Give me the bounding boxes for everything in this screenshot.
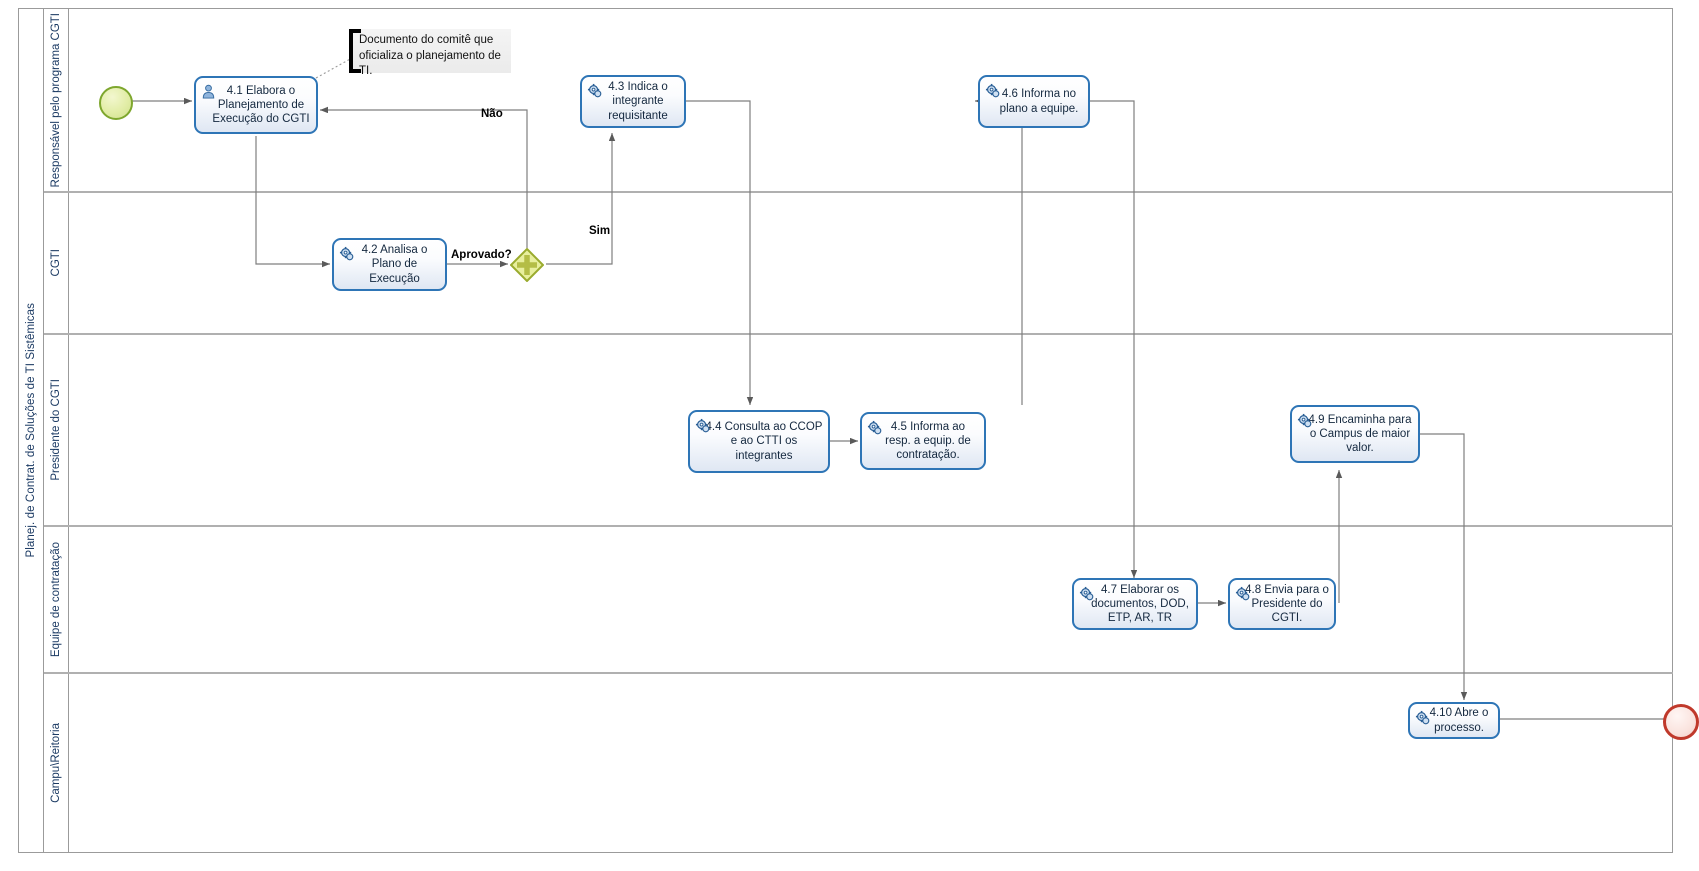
service-task-icon	[1415, 710, 1430, 725]
task-4-9[interactable]: 4.9 Encaminha para o Campus de maior val…	[1290, 405, 1420, 463]
task-4-6[interactable]: 4.6 Informa no plano a equipe.	[978, 75, 1090, 128]
task-4-1[interactable]: 4.1 Elabora o Planejamento de Execução d…	[194, 76, 318, 134]
lane-presidente-label: Presidente do CGTI	[50, 379, 62, 481]
flow-label-nao: Não	[481, 108, 503, 120]
task-4-1-label: 4.1 Elabora o Planejamento de Execução d…	[212, 84, 310, 125]
lane-equipe-header: Equipe de contratação	[44, 527, 69, 672]
lane-cgti-header: CGTI	[44, 193, 69, 333]
task-4-9-label: 4.9 Encaminha para o Campus de maior val…	[1308, 413, 1412, 454]
task-4-10-label: 4.10 Abre o processo.	[1429, 707, 1489, 734]
task-4-8-label: 4.8 Envia para o Presidente do CGTI.	[1245, 583, 1329, 625]
task-4-7-label: 4.7 Elaborar os documentos, DOD, ETP, AR…	[1091, 583, 1189, 625]
task-4-5-label: 4.5 Informa ao resp. a equip. de contrat…	[885, 420, 971, 461]
text-annotation-label: Documento do comitê que oficializa o pla…	[359, 34, 501, 78]
service-task-icon	[985, 83, 1000, 98]
end-event[interactable]	[1663, 704, 1699, 740]
lane-presidente-header: Presidente do CGTI	[44, 335, 69, 525]
lane-cgti-label: CGTI	[50, 249, 62, 277]
task-4-8[interactable]: 4.8 Envia para o Presidente do CGTI.	[1228, 578, 1336, 630]
task-4-7[interactable]: 4.7 Elaborar os documentos, DOD, ETP, AR…	[1072, 578, 1198, 630]
task-4-3-label: 4.3 Indica o integrante requisitante	[608, 81, 668, 122]
lane-responsavel-label: Responsável pelo programa CGTI	[50, 12, 62, 188]
lane-campus-label: Campu\Reitoria	[50, 723, 62, 803]
service-task-icon	[1079, 586, 1094, 601]
pool-title: Planej. de Contrat. de Soluções de TI Si…	[18, 8, 44, 853]
lane-divider-2	[44, 333, 1673, 335]
service-task-icon	[1235, 586, 1250, 601]
service-task-icon	[587, 83, 602, 98]
lane-divider-4	[44, 672, 1673, 674]
lane-equipe-label: Equipe de contratação	[50, 541, 62, 658]
user-task-icon	[201, 84, 216, 99]
task-4-4-label: 4.4 Consulta ao CCOP e ao CTTI os integr…	[705, 421, 823, 462]
task-4-3[interactable]: 4.3 Indica o integrante requisitante	[580, 75, 686, 128]
lane-divider-1	[44, 191, 1673, 193]
lane-divider-3	[44, 525, 1673, 527]
lane-equipe: Equipe de contratação	[44, 527, 1673, 672]
lane-cgti: CGTI	[44, 193, 1673, 333]
lane-campus-header: Campu\Reitoria	[44, 674, 69, 852]
task-4-4[interactable]: 4.4 Consulta ao CCOP e ao CTTI os integr…	[688, 410, 830, 473]
gateway-aprovado[interactable]	[509, 247, 545, 283]
service-task-icon	[1297, 413, 1312, 428]
flow-label-sim: Sim	[589, 225, 611, 237]
task-4-2[interactable]: 4.2 Analisa o Plano de Execução	[332, 238, 447, 291]
lane-presidente: Presidente do CGTI	[44, 335, 1673, 525]
lane-responsavel-header: Responsável pelo programa CGTI	[44, 9, 69, 191]
lane-responsavel: Responsável pelo programa CGTI	[44, 9, 1673, 191]
gateway-question-label: Aprovado?	[451, 249, 512, 261]
task-4-5[interactable]: 4.5 Informa ao resp. a equip. de contrat…	[860, 412, 986, 470]
lane-campus: Campu\Reitoria	[44, 674, 1673, 852]
service-task-icon	[867, 420, 882, 435]
task-4-10[interactable]: 4.10 Abre o processo.	[1408, 702, 1500, 739]
start-event[interactable]	[99, 86, 133, 120]
task-4-6-label: 4.6 Informa no plano a equipe.	[999, 88, 1079, 115]
text-annotation: Documento do comitê que oficializa o pla…	[349, 29, 511, 77]
service-task-icon	[695, 418, 710, 433]
pool-title-label: Planej. de Contrat. de Soluções de TI Si…	[24, 303, 37, 558]
service-task-icon	[339, 246, 354, 261]
task-4-2-label: 4.2 Analisa o Plano de Execução	[361, 244, 428, 285]
